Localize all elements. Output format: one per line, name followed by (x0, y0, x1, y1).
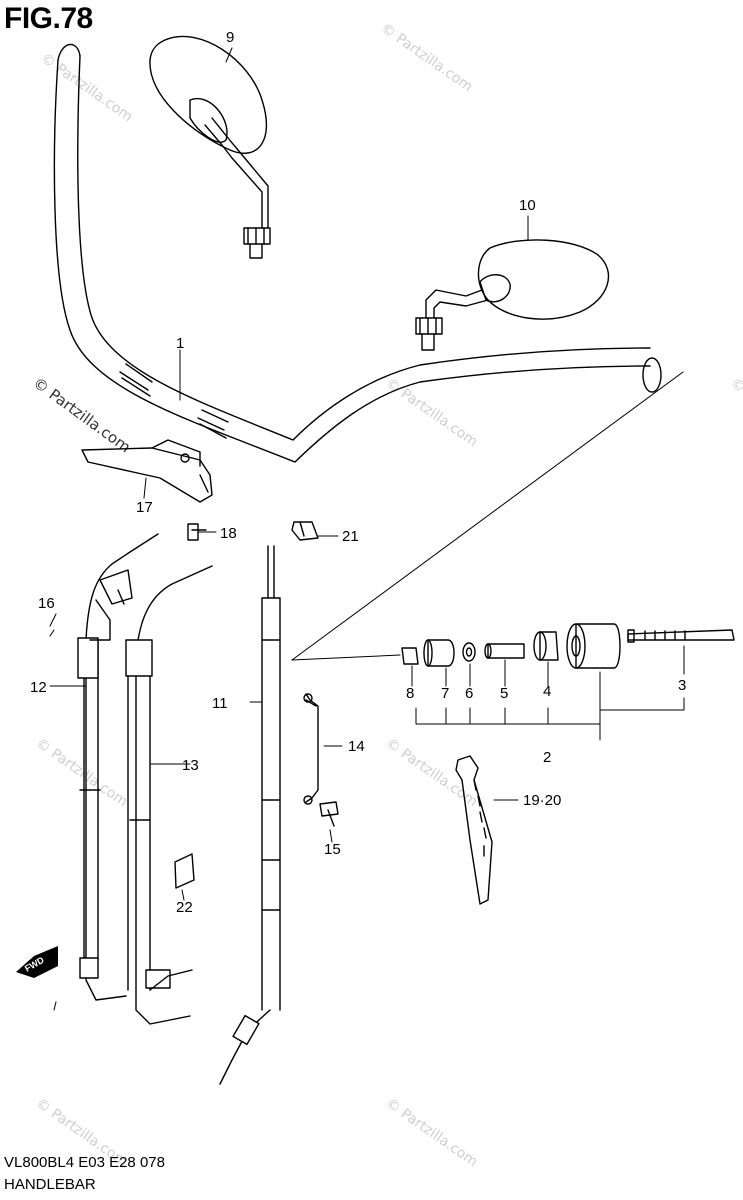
callout-15: 15 (324, 841, 341, 858)
callout-9: 9 (226, 29, 234, 46)
callout-10: 10 (519, 197, 536, 214)
bolt-part-15 (319, 801, 339, 827)
cable-part-13 (125, 565, 213, 1025)
mirror-part-9 (149, 35, 271, 259)
callout-19-20: 19·20 (523, 792, 561, 809)
leader-lines (49, 47, 685, 1011)
handlebar-part-1 (53, 43, 662, 463)
stay-part-14 (303, 693, 319, 805)
cable-part-12 (77, 533, 159, 1001)
watermark: © Partzilla.com (38, 50, 136, 125)
explosion-guide (291, 371, 684, 661)
callout-11: 11 (212, 695, 228, 712)
label-part-22 (174, 853, 195, 889)
watermark: © Partzilla.com (378, 20, 476, 95)
forward-direction-badge: FWD (16, 946, 58, 978)
callout-21: 21 (342, 528, 359, 545)
watermark: © Partzilla.com (30, 374, 134, 457)
callout-6: 6 (465, 685, 473, 702)
callout-18: 18 (220, 525, 237, 542)
cable-tie-part-19-20 (455, 755, 493, 905)
model-code: VL800BL4 E03 E28 078 (4, 1154, 165, 1171)
watermark: © Partzilla.com (383, 735, 481, 810)
callout-16: 16 (38, 595, 55, 612)
bracket-part-17 (81, 439, 213, 503)
watermark: © Partzilla.com (33, 735, 131, 810)
watermark: © Partzilla.com (383, 1095, 481, 1170)
callout-2: 2 (543, 749, 551, 766)
watermark: © Partzilla.com (383, 375, 481, 450)
callout-22: 22 (176, 899, 193, 916)
callout-14: 14 (348, 738, 365, 755)
clamp-part-21 (291, 521, 319, 541)
callout-1: 1 (176, 335, 184, 352)
mirror-part-10 (415, 239, 610, 351)
callout-8: 8 (406, 685, 414, 702)
callout-7: 7 (441, 685, 449, 702)
callout-3: 3 (678, 677, 686, 694)
callout-labels: 1 2 3 4 5 6 7 8 9 10 11 12 13 14 15 16 1… (30, 29, 686, 916)
callout-17: 17 (136, 499, 153, 516)
figure-title: FIG.78 (4, 2, 93, 35)
watermark: © Partzilla.com (728, 375, 743, 450)
section-name: HANDLEBAR (4, 1176, 96, 1193)
bar-end-assembly (401, 623, 735, 669)
callout-13: 13 (182, 757, 199, 774)
bolt-part-18 (187, 523, 207, 541)
cable-part-11 (219, 545, 281, 1085)
callout-12: 12 (30, 679, 47, 696)
callout-5: 5 (500, 685, 508, 702)
callout-4: 4 (543, 683, 551, 700)
